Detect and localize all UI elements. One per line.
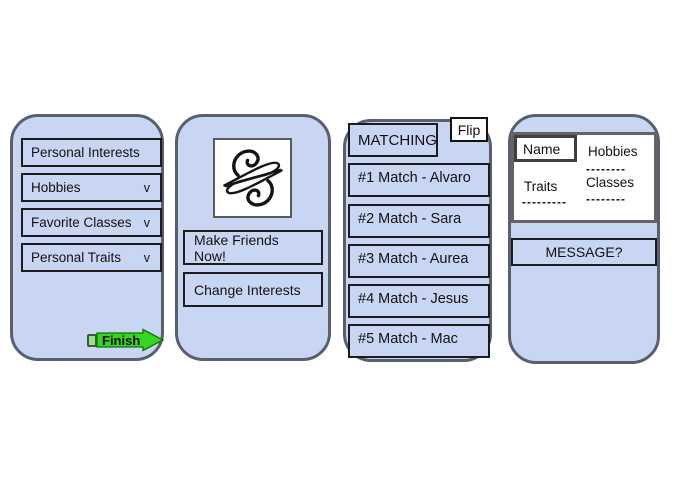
flip-button[interactable]: Flip bbox=[450, 117, 488, 142]
profile-card-panel: Name Hobbies -------- Traits --------- C… bbox=[511, 132, 657, 223]
profile-hobbies-label: Hobbies bbox=[588, 144, 638, 159]
change-interests-button[interactable]: Change Interests bbox=[183, 272, 323, 307]
message-button[interactable]: MESSAGE? bbox=[511, 238, 657, 266]
dropdown-v-icon: v bbox=[143, 180, 150, 195]
green-arrow-icon: Finish bbox=[87, 328, 165, 352]
hobbies-dropdown[interactable]: Hobbies v bbox=[21, 173, 162, 202]
match-label: #1 Match - Alvaro bbox=[358, 170, 471, 186]
dropdown-v-icon: v bbox=[143, 215, 150, 230]
make-friends-button[interactable]: Make Friends Now! bbox=[183, 230, 323, 265]
name-field: Name bbox=[514, 135, 577, 162]
match-label: #2 Match - Sara bbox=[358, 211, 462, 227]
screen-profile: Name Hobbies -------- Traits --------- C… bbox=[508, 114, 660, 364]
make-friends-label: Make Friends Now! bbox=[194, 231, 279, 264]
message-label: MESSAGE? bbox=[545, 244, 623, 260]
profile-classes-value: -------- bbox=[586, 192, 626, 206]
profile-hobbies-value: -------- bbox=[586, 162, 626, 176]
personal-interests-label: Personal Interests bbox=[31, 145, 140, 160]
screen-interest-selection: Personal Interests Hobbies v Favorite Cl… bbox=[10, 114, 165, 361]
match-label: #4 Match - Jesus bbox=[358, 291, 469, 307]
dropdown-v-icon: v bbox=[143, 250, 150, 265]
finish-label: Finish bbox=[102, 333, 140, 348]
profile-traits-value: --------- bbox=[522, 195, 567, 209]
personal-traits-label: Personal Traits bbox=[31, 250, 122, 265]
finish-arrow-button[interactable]: Finish bbox=[87, 328, 165, 352]
personal-interests-header: Personal Interests bbox=[21, 138, 162, 167]
name-label: Name bbox=[523, 140, 561, 157]
match-label: #3 Match - Aurea bbox=[358, 251, 469, 267]
profile-traits-label: Traits bbox=[524, 179, 558, 194]
match-item-4[interactable]: #4 Match - Jesus bbox=[348, 284, 490, 318]
flourish-ornament-icon bbox=[222, 149, 283, 207]
screen-home: Make Friends Now! Change Interests bbox=[175, 114, 331, 361]
profile-classes-label: Classes bbox=[586, 175, 635, 190]
app-logo-box bbox=[213, 138, 292, 218]
personal-traits-dropdown[interactable]: Personal Traits v bbox=[21, 243, 162, 272]
match-item-3[interactable]: #3 Match - Aurea bbox=[348, 244, 490, 278]
match-item-2[interactable]: #2 Match - Sara bbox=[348, 204, 490, 238]
screen-matching: MATCHING Flip #1 Match - Alvaro #2 Match… bbox=[343, 117, 492, 362]
match-item-5[interactable]: #5 Match - Mac bbox=[348, 324, 490, 358]
hobbies-label: Hobbies bbox=[31, 180, 81, 195]
favorite-classes-dropdown[interactable]: Favorite Classes v bbox=[21, 208, 162, 237]
flip-label: Flip bbox=[457, 121, 481, 138]
match-item-1[interactable]: #1 Match - Alvaro bbox=[348, 163, 490, 197]
matching-title: MATCHING bbox=[358, 131, 437, 149]
match-label: #5 Match - Mac bbox=[358, 331, 458, 347]
matching-header: MATCHING bbox=[348, 123, 438, 157]
favorite-classes-label: Favorite Classes bbox=[31, 215, 132, 230]
change-interests-label: Change Interests bbox=[194, 281, 301, 298]
